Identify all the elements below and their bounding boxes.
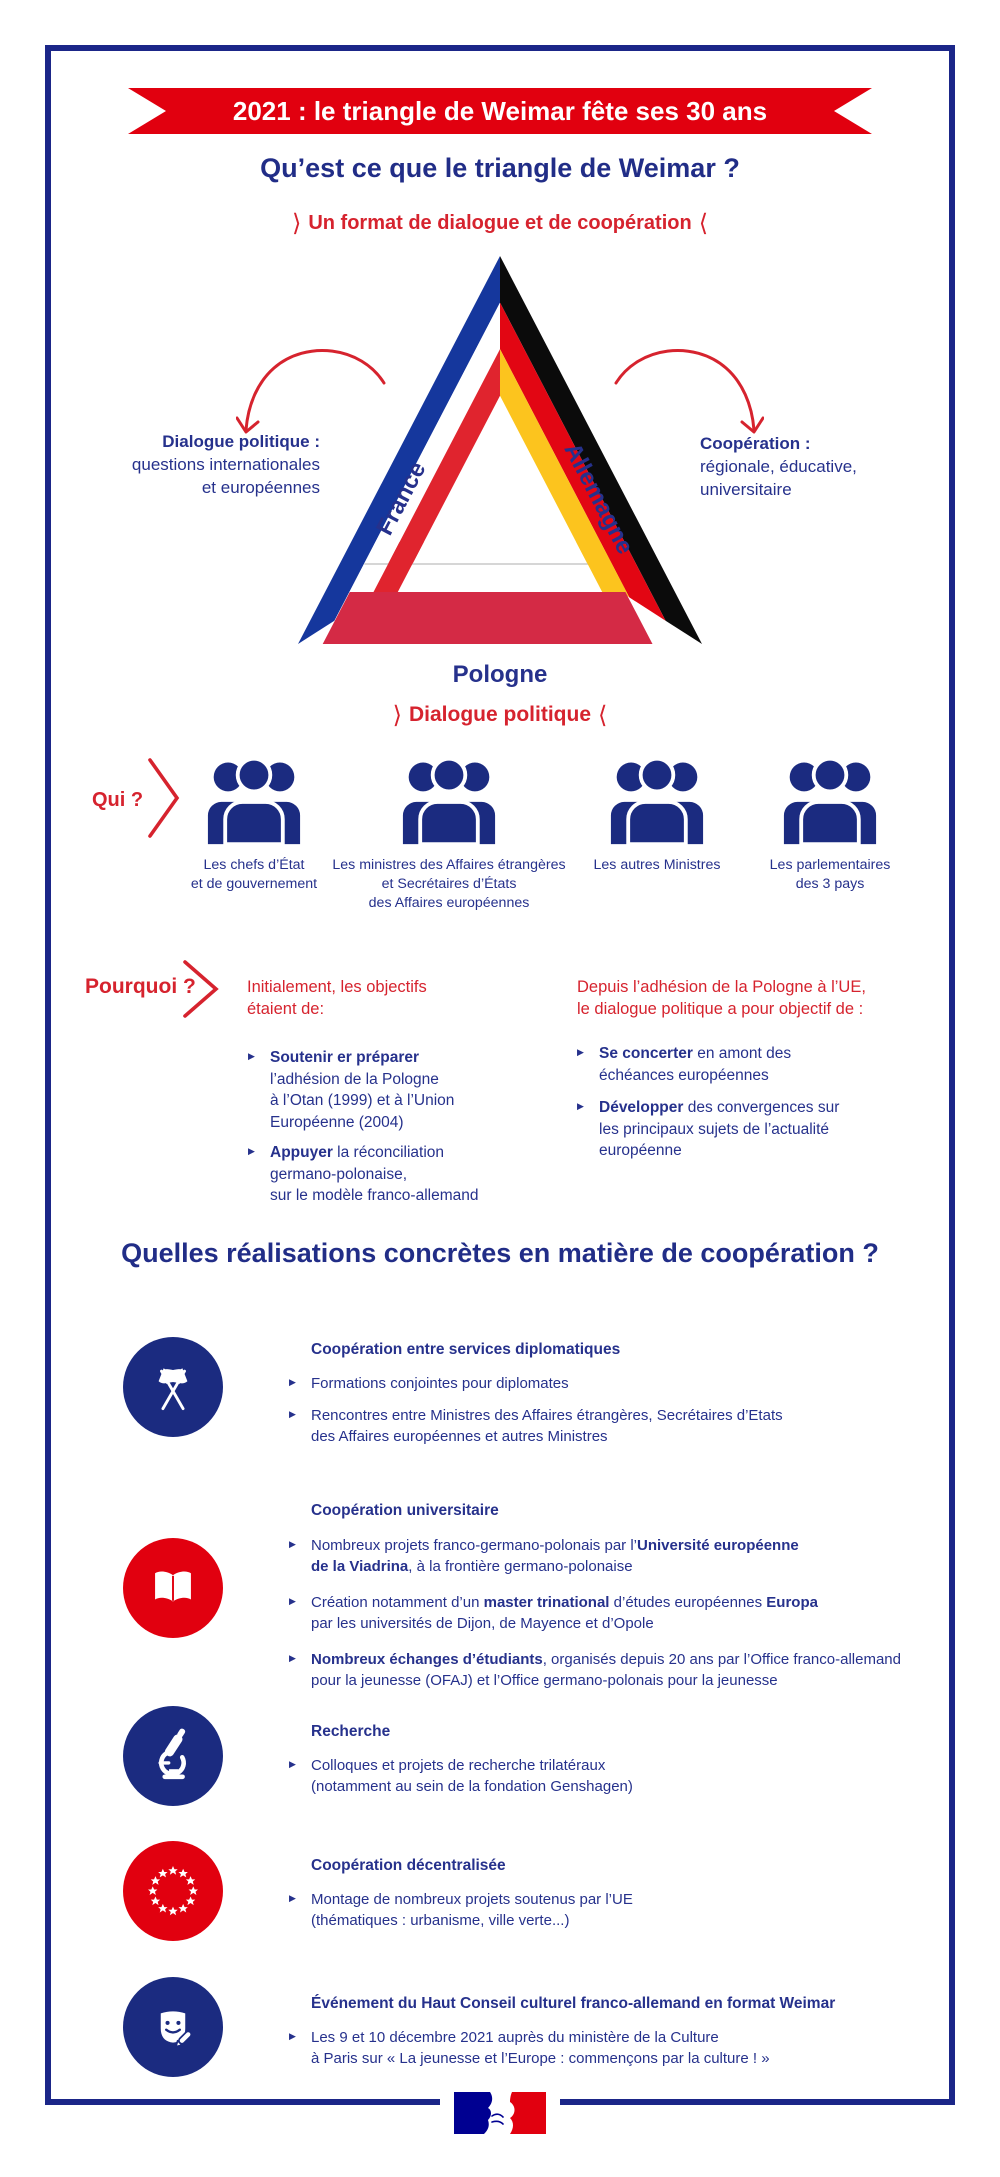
crossed-flags-icon — [158, 1368, 188, 1411]
poland-side — [322, 563, 653, 644]
bullet-text: Formations conjointes pour diplomates — [311, 1375, 569, 1392]
marianne-logo — [454, 2092, 546, 2134]
right-note-lines: régionale, éducative, universitaire — [700, 457, 857, 499]
pourquoi-label: Pourquoi ? — [85, 975, 196, 998]
bullet-text: Colloques et projets de recherche trilat… — [311, 1757, 633, 1795]
right-note: Coopération : régionale, éducative, univ… — [700, 432, 940, 501]
bullet-text: Nombreux échanges d’étudiants, organisés… — [311, 1651, 901, 1689]
bullet-icon: ▶ — [289, 1653, 296, 1663]
bullet-icon: ▶ — [289, 1596, 296, 1606]
why-left-intro: Initialement, les objectifs étaient de: — [247, 978, 427, 1018]
ribbon-text: 2021 : le triangle de Weimar fête ses 30… — [232, 96, 768, 126]
bullet-icon: ▶ — [248, 1146, 255, 1156]
dialogue-heading-text: Dialogue politique — [409, 703, 591, 726]
bullet-icon: ▶ — [289, 2031, 296, 2041]
people-group-icon — [783, 756, 877, 845]
section-title: Coopération universitaire — [311, 1502, 499, 1519]
page-title: Qu’est ce que le triangle de Weimar ? — [260, 153, 740, 183]
germany-gold-tip — [576, 542, 627, 592]
angle-close-icon: ⟨ — [598, 702, 608, 729]
eu-stars-icon — [148, 1866, 198, 1916]
section-circle — [123, 1841, 223, 1941]
bullet-text: Les 9 et 10 décembre 2021 auprès du mini… — [311, 2029, 770, 2067]
section-title: Coopération décentralisée — [311, 1857, 506, 1874]
bullet-icon: ▶ — [289, 1377, 296, 1387]
bullet-text: Développer des convergences sur les prin… — [599, 1099, 840, 1159]
section-circle — [123, 1977, 223, 2077]
angle-close-icon: ⟨ — [698, 210, 709, 237]
bullet-text: Nombreux projets franco-germano-polonais… — [311, 1537, 799, 1575]
bullet-text: Montage de nombreux projets soutenus par… — [311, 1891, 633, 1929]
bullet-text: Rencontres entre Ministres des Affaires … — [311, 1407, 783, 1445]
open-book-icon — [155, 1571, 191, 1602]
left-note: Dialogue politique : questions internati… — [60, 430, 320, 499]
section-title: Recherche — [311, 1723, 391, 1740]
bullet-icon: ▶ — [577, 1101, 584, 1111]
bullet-icon: ▶ — [248, 1051, 255, 1061]
section-circle — [123, 1337, 223, 1437]
section-circle — [123, 1538, 223, 1638]
bullet-text: Création notamment d’un master trination… — [311, 1594, 818, 1632]
footer-logo-area — [440, 2086, 560, 2140]
pourquoi-chevron-icon — [183, 960, 219, 1018]
people-group-icon — [610, 756, 704, 845]
france-side — [298, 256, 500, 644]
section-title: Événement du Haut Conseil culturel franc… — [311, 1995, 836, 2012]
people-group-icon — [402, 756, 496, 845]
microscope-icon — [158, 1728, 186, 1780]
group-caption: Les chefs d’État et de gouvernement — [190, 857, 318, 892]
people-group-icon — [207, 756, 301, 845]
subtitle-text: Un format de dialogue et de coopération — [308, 212, 692, 234]
right-note-title: Coopération : — [700, 434, 811, 453]
france-red-tip — [373, 542, 424, 592]
bullet-icon: ▶ — [289, 1893, 296, 1903]
group-caption: Les autres Ministres — [593, 857, 721, 873]
bullet-text: Appuyer la réconciliation germano-polona… — [270, 1144, 479, 1204]
label-pologne: Pologne — [453, 661, 548, 688]
weimar-triangle-diagram: France Allemagne Pologne — [298, 256, 702, 688]
achievements-heading: Quelles réalisations concrètes en matièr… — [121, 1238, 879, 1268]
group-caption: Les ministres des Affaires étrangères et… — [332, 857, 566, 911]
angle-open-icon: ⟩ — [291, 210, 302, 237]
theater-mask-icon — [160, 2011, 193, 2048]
section-subtitle: ⟩ Un format de dialogue et de coopération… — [0, 209, 1000, 238]
left-note-lines: questions internationales et européennes — [131, 455, 320, 497]
dialogue-politique-heading: ⟩ Dialogue politique ⟨ — [0, 701, 1000, 730]
left-note-title: Dialogue politique : — [162, 432, 320, 451]
angle-open-icon: ⟩ — [392, 702, 402, 729]
bullet-icon: ▶ — [289, 1409, 296, 1419]
qui-chevron-icon — [148, 758, 180, 838]
group-caption: Les parlementaires des 3 pays — [769, 857, 891, 892]
right-curved-arrow-icon — [614, 348, 764, 434]
germany-side — [500, 256, 702, 644]
bullet-text: Soutenir er préparer l’adhésion de la Po… — [270, 1049, 455, 1131]
bullet-text: Se concerter en amont des échéances euro… — [599, 1045, 792, 1084]
section-title: Coopération entre services diplomatiques — [311, 1341, 621, 1358]
why-right-intro: Depuis l’adhésion de la Pologne à l’UE, … — [577, 978, 866, 1018]
qui-label: Qui ? — [92, 789, 144, 811]
title-ribbon: 2021 : le triangle de Weimar fête ses 30… — [128, 88, 872, 134]
section-circle — [123, 1706, 223, 1806]
bullet-icon: ▶ — [289, 1759, 296, 1769]
bullet-icon: ▶ — [577, 1047, 584, 1057]
left-curved-arrow-icon — [236, 348, 386, 434]
bullet-icon: ▶ — [289, 1539, 296, 1549]
